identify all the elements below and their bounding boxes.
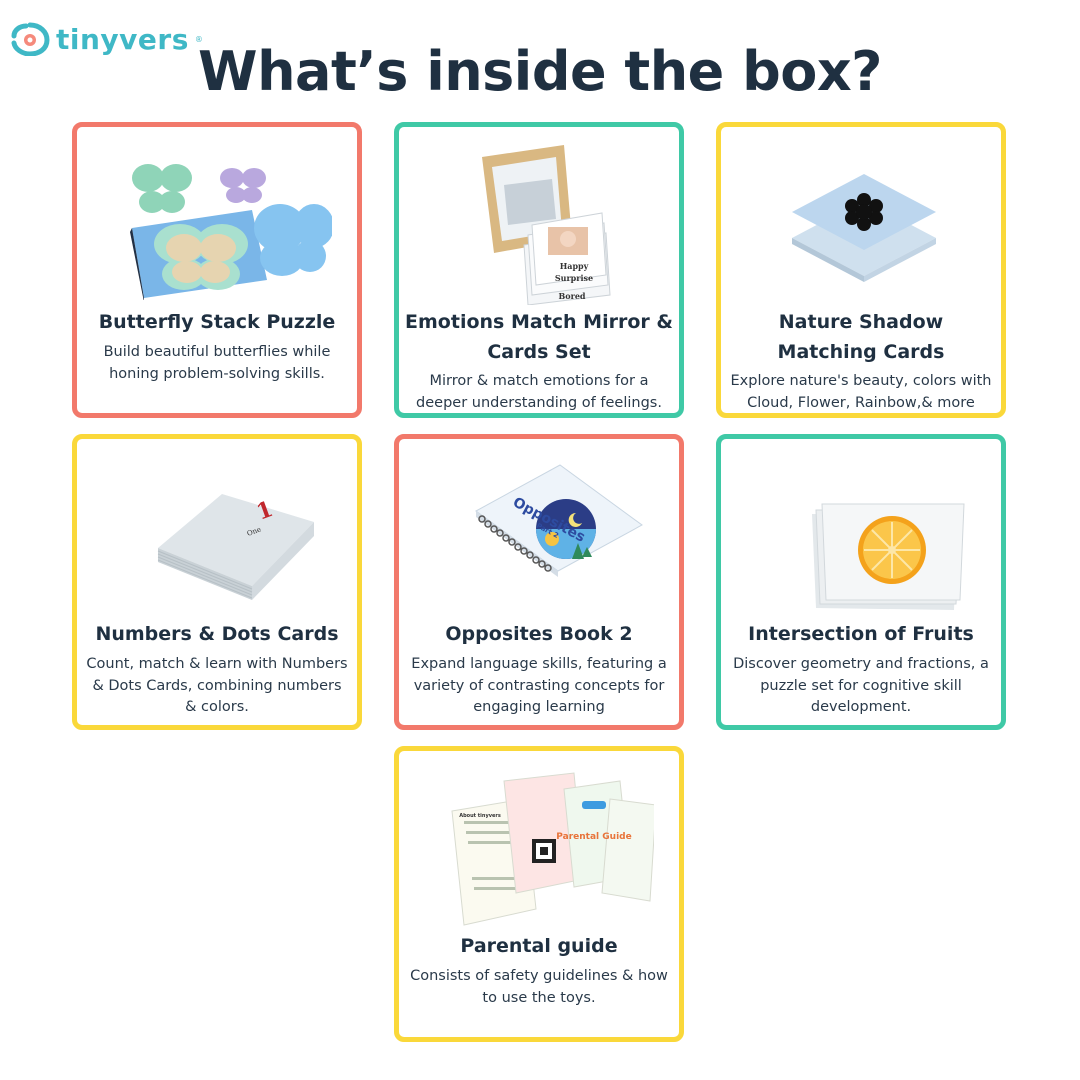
- card-image: Opposites Part 2: [399, 447, 679, 617]
- card-emotions-match-mirror[interactable]: Happy Surprise Bored Emotions Match Mirr…: [394, 122, 684, 418]
- mirror-cards-icon: Happy Surprise Bored: [482, 145, 611, 305]
- card-description: Count, match & learn with Numbers & Dots…: [86, 656, 348, 715]
- brand-logo: tinyvers ®: [10, 22, 203, 56]
- card-opposites-book[interactable]: Opposites Part 2 Opposites Book 2 Expand…: [394, 434, 684, 730]
- card-image: Parental Guide About tinyvers: [399, 759, 679, 929]
- card-image: [77, 135, 357, 305]
- page-title: What’s inside the box?: [198, 40, 883, 103]
- parental-guide-icon: Parental Guide About tinyvers: [451, 772, 654, 926]
- card-title: Parental guide: [460, 935, 618, 957]
- card-title: Numbers & Dots Cards: [95, 623, 339, 645]
- card-title: Intersection of Fruits: [748, 623, 974, 645]
- card-description: Explore nature's beauty, colors with Clo…: [730, 373, 992, 411]
- guide-about-text: About tinyvers: [459, 813, 501, 819]
- card-description: Build beautiful butterflies while honing…: [103, 344, 331, 382]
- card-title: Nature Shadow Matching Cards: [777, 311, 945, 363]
- card-description: Expand language skills, featuring a vari…: [411, 656, 667, 715]
- card-description: Consists of safety guidelines & how to u…: [410, 968, 668, 1006]
- butterfly-puzzle-icon: [130, 164, 332, 300]
- card-image: 1 One: [77, 447, 357, 617]
- shadow-cards-icon: [792, 174, 936, 282]
- emotion-word-bored: Bored: [559, 291, 586, 301]
- card-title: Opposites Book 2: [445, 623, 633, 645]
- guide-title-text: Parental Guide: [556, 832, 631, 842]
- card-description: Discover geometry and fractions, a puzzl…: [733, 656, 989, 715]
- card-parental-guide[interactable]: Parental Guide About tinyvers Parental g…: [394, 746, 684, 1042]
- fruit-cards-icon: [812, 503, 965, 610]
- card-title: Butterfly Stack Puzzle: [98, 311, 336, 333]
- tinyvers-logo-icon: [11, 22, 50, 56]
- opposites-book-icon: Opposites Part 2: [475, 464, 643, 577]
- card-image: [721, 135, 1001, 305]
- card-intersection-of-fruits[interactable]: Intersection of Fruits Discover geometry…: [716, 434, 1006, 730]
- card-butterfly-stack-puzzle[interactable]: Butterfly Stack Puzzle Build beautiful b…: [72, 122, 362, 418]
- card-image: [721, 447, 1001, 617]
- emotion-word-surprise: Surprise: [555, 273, 593, 283]
- card-numbers-dots[interactable]: 1 One Numbers & Dots Cards Count, match …: [72, 434, 362, 730]
- registered-mark: ®: [194, 34, 203, 44]
- logo-text: tinyvers: [56, 22, 189, 56]
- number-cards-icon: 1 One: [157, 494, 314, 600]
- card-image: Happy Surprise Bored: [399, 135, 679, 305]
- card-description: Mirror & match emotions for a deeper und…: [416, 373, 662, 411]
- card-title: Emotions Match Mirror & Cards Set: [405, 311, 673, 363]
- emotion-word-happy: Happy: [560, 261, 589, 271]
- card-nature-shadow-matching[interactable]: Nature Shadow Matching Cards Explore nat…: [716, 122, 1006, 418]
